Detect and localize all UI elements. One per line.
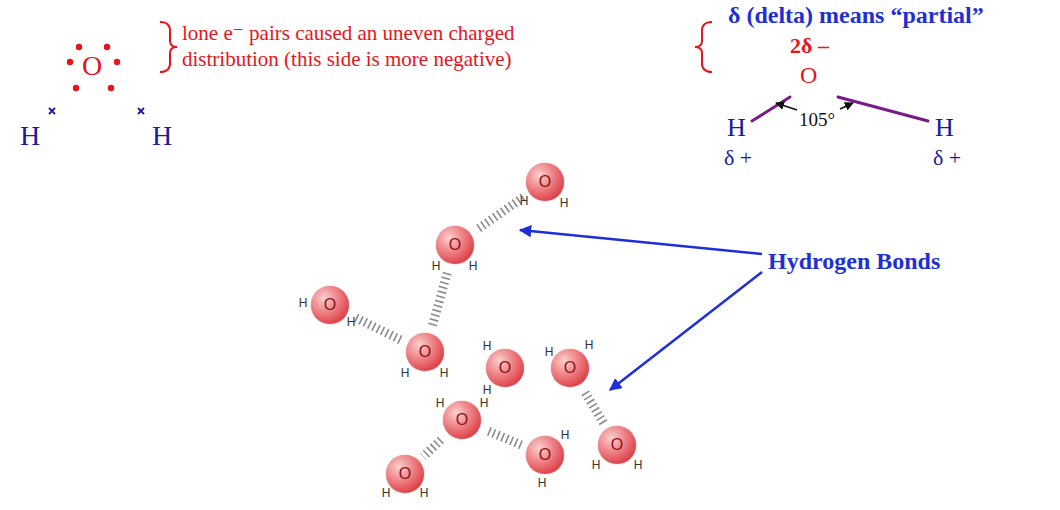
- hydrogen-symbol: H: [299, 297, 308, 309]
- oxygen-symbol: O: [499, 360, 511, 376]
- hydrogen-symbol: H: [483, 384, 492, 396]
- oxygen-symbol: O: [539, 447, 551, 463]
- partial-charge: δ +: [724, 145, 752, 170]
- hydrogen-symbol: H: [592, 459, 601, 471]
- water-molecule: OHH: [443, 401, 481, 439]
- water-molecule: OHH: [598, 426, 636, 464]
- pointer-arrows: [520, 230, 762, 390]
- oxygen-symbol: O: [800, 62, 817, 90]
- water-molecule: OHH: [526, 163, 564, 201]
- hydrogen-symbol: H: [152, 120, 172, 152]
- hydrogen-symbol: H: [560, 197, 569, 209]
- hydrogen-symbol: H: [561, 429, 570, 441]
- oxygen-symbol: O: [82, 50, 102, 82]
- angle-arrows: [776, 103, 853, 110]
- hydrogen-symbol: H: [585, 339, 594, 351]
- right-brace: [160, 22, 177, 72]
- electron-cross: [49, 108, 144, 114]
- hydrogen-bond: [479, 196, 525, 228]
- oxygen-symbol: O: [456, 412, 468, 428]
- hydrogen-bond: [489, 431, 522, 445]
- bond-angle: 105°: [799, 109, 835, 131]
- hydrogen-symbol: H: [440, 367, 449, 379]
- hydrogen-symbol: H: [935, 113, 954, 143]
- hydrogen-symbol: H: [538, 477, 547, 489]
- oxygen-symbol: O: [419, 344, 431, 360]
- hydrogen-symbol: H: [483, 340, 492, 352]
- hydrogen-bond: [423, 440, 441, 457]
- hydrogen-symbol: H: [436, 397, 445, 409]
- water-molecule: OHH: [436, 226, 474, 264]
- oxygen-symbol: O: [399, 466, 411, 482]
- hydrogen-bond: [356, 318, 403, 341]
- water-molecule: OHH: [311, 286, 349, 324]
- hydrogen-symbol: H: [520, 195, 529, 207]
- hydrogen-symbol: H: [432, 260, 441, 272]
- oxygen-symbol: O: [324, 297, 336, 313]
- hydrogen-symbol: H: [727, 113, 746, 143]
- water-molecule: OHH: [526, 436, 564, 474]
- partial-charge: δ +: [933, 145, 961, 170]
- water-molecule: OHH: [486, 349, 524, 387]
- hydrogen-symbol: H: [20, 120, 40, 152]
- bond-lines: [752, 97, 928, 121]
- hydrogen-symbol: H: [634, 459, 643, 471]
- hydrogen-bond: [432, 273, 447, 328]
- hydrogen-symbol: H: [469, 260, 478, 272]
- oxygen-symbol: O: [564, 360, 576, 376]
- left-brace: [695, 22, 712, 72]
- hydrogen-symbol: H: [401, 367, 410, 379]
- definition-note: δ (delta) means “partial”: [728, 2, 984, 30]
- water-molecule: OHH: [551, 349, 589, 387]
- water-molecule: OHH: [406, 333, 444, 371]
- water-molecule: OHH: [386, 455, 424, 493]
- hydrogen-symbol: H: [382, 487, 391, 499]
- hydrogen-symbol: H: [480, 397, 489, 409]
- partial-charge: 2δ –: [790, 33, 829, 58]
- oxygen-symbol: O: [611, 437, 623, 453]
- oxygen-symbol: O: [449, 237, 461, 253]
- callout-label: Hydrogen Bonds: [768, 248, 940, 276]
- oxygen-symbol: O: [539, 174, 551, 190]
- lone-pair-dots: [67, 44, 120, 91]
- hydrogen-bond: [585, 393, 604, 424]
- hydrogen-symbol: H: [420, 487, 429, 499]
- annotation: lone e⁻ pairs caused an uneven charged d…: [182, 20, 582, 72]
- hydrogen-symbol: H: [545, 346, 554, 358]
- hydrogen-symbol: H: [347, 316, 356, 328]
